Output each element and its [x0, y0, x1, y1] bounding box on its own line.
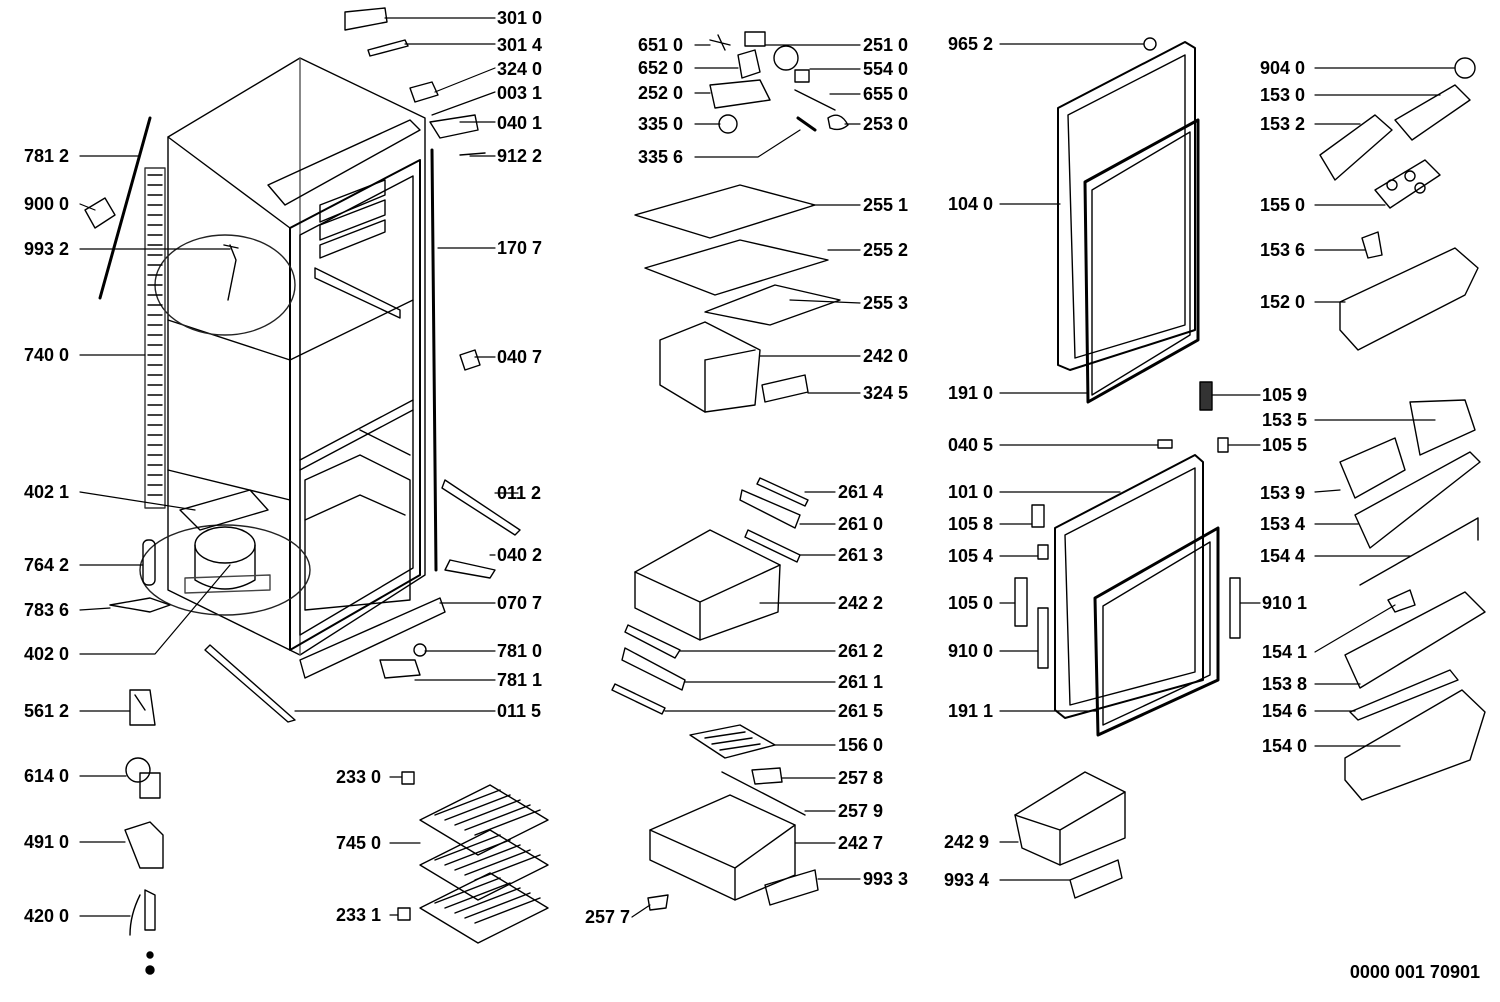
callout-324-0[interactable]: 324 0: [497, 59, 543, 79]
callout-261-3[interactable]: 261 3: [838, 545, 884, 565]
callout-740-0[interactable]: 740 0: [24, 345, 70, 365]
callout-153-0[interactable]: 153 0: [1260, 85, 1306, 105]
callout-154-4[interactable]: 154 4: [1260, 546, 1306, 566]
left-small-parts: [85, 118, 238, 974]
callout-561-2[interactable]: 561 2: [24, 701, 70, 721]
door-bins-drawing: [1320, 58, 1485, 800]
callout-783-6[interactable]: 783 6: [24, 600, 70, 620]
callout-324-5[interactable]: 324 5: [863, 383, 909, 403]
callout-420-0[interactable]: 420 0: [24, 906, 70, 926]
callout-910-0[interactable]: 910 0: [948, 641, 994, 661]
callout-261-1[interactable]: 261 1: [838, 672, 884, 692]
callout-105-8[interactable]: 105 8: [948, 514, 994, 534]
callout-491-0[interactable]: 491 0: [24, 832, 70, 852]
callout-242-7[interactable]: 242 7: [838, 833, 884, 853]
callout-070-7[interactable]: 070 7: [497, 593, 543, 613]
callout-105-5[interactable]: 105 5: [1262, 435, 1308, 455]
callout-965-2[interactable]: 965 2: [948, 34, 994, 54]
callout-152-0[interactable]: 152 0: [1260, 292, 1306, 312]
callout-910-1[interactable]: 910 1: [1262, 593, 1308, 613]
callout-153-9[interactable]: 153 9: [1260, 483, 1306, 503]
callout-252-0[interactable]: 252 0: [638, 83, 684, 103]
callout-101-0[interactable]: 101 0: [948, 482, 994, 502]
callout-261-5[interactable]: 261 5: [838, 701, 884, 721]
callout-153-4[interactable]: 153 4: [1260, 514, 1306, 534]
callout-040-7[interactable]: 040 7: [497, 347, 543, 367]
callout-257-7[interactable]: 257 7: [585, 907, 631, 927]
callout-554-0[interactable]: 554 0: [863, 59, 909, 79]
callout-912-2[interactable]: 912 2: [497, 146, 543, 166]
callout-257-8[interactable]: 257 8: [838, 768, 884, 788]
callout-153-2[interactable]: 153 2: [1260, 114, 1306, 134]
callout-011-5[interactable]: 011 5: [497, 701, 542, 721]
callout-781-1[interactable]: 781 1: [497, 670, 543, 690]
callout-040-5[interactable]: 040 5: [948, 435, 994, 455]
cabinet-drawing: [140, 58, 445, 678]
callout-253-0[interactable]: 253 0: [863, 114, 909, 134]
callout-614-0[interactable]: 614 0: [24, 766, 70, 786]
callout-257-9[interactable]: 257 9: [838, 801, 884, 821]
callout-781-2[interactable]: 781 2: [24, 146, 70, 166]
callout-154-6[interactable]: 154 6: [1262, 701, 1308, 721]
callout-402-1[interactable]: 402 1: [24, 482, 70, 502]
callout-040-1[interactable]: 040 1: [497, 113, 543, 133]
condenser-coil: [145, 168, 165, 508]
doors-drawing: [1015, 38, 1240, 898]
callout-170-7[interactable]: 170 7: [497, 238, 543, 258]
callout-105-4[interactable]: 105 4: [948, 546, 994, 566]
leader-lines[interactable]: [80, 18, 1455, 917]
callout-651-0[interactable]: 651 0: [638, 35, 684, 55]
callout-003-1[interactable]: 003 1: [497, 83, 543, 103]
callout-233-0[interactable]: 233 0: [336, 767, 382, 787]
callout-261-4[interactable]: 261 4: [838, 482, 884, 502]
callout-153-6[interactable]: 153 6: [1260, 240, 1306, 260]
middle-parts-drawing: [398, 32, 848, 943]
callout-011-2[interactable]: 011 2: [497, 483, 542, 503]
callout-191-0[interactable]: 191 0: [948, 383, 994, 403]
callout-105-0[interactable]: 105 0: [948, 593, 994, 613]
callout-745-0[interactable]: 745 0: [336, 833, 382, 853]
callout-335-0[interactable]: 335 0: [638, 114, 684, 134]
callout-904-0[interactable]: 904 0: [1260, 58, 1306, 78]
callout-255-2[interactable]: 255 2: [863, 240, 909, 260]
callout-335-6[interactable]: 335 6: [638, 147, 684, 167]
callout-261-0[interactable]: 261 0: [838, 514, 884, 534]
callout-153-8[interactable]: 153 8: [1262, 674, 1308, 694]
cabinet-rails: [205, 8, 520, 722]
callout-764-2[interactable]: 764 2: [24, 555, 70, 575]
callout-104-0[interactable]: 104 0: [948, 194, 994, 214]
callout-242-2[interactable]: 242 2: [838, 593, 884, 613]
callout-781-0[interactable]: 781 0: [497, 641, 543, 661]
callout-105-9[interactable]: 105 9: [1262, 385, 1308, 405]
callout-251-0[interactable]: 251 0: [863, 35, 909, 55]
callout-993-4[interactable]: 993 4: [944, 870, 990, 890]
document-number: 0000 001 70901: [1349, 962, 1480, 982]
callout-255-1[interactable]: 255 1: [863, 195, 909, 215]
callout-900-0[interactable]: 900 0: [24, 194, 70, 214]
callout-655-0[interactable]: 655 0: [863, 84, 909, 104]
callout-301-0[interactable]: 301 0: [497, 8, 543, 28]
callout-993-2[interactable]: 993 2: [24, 239, 70, 259]
callout-154-0[interactable]: 154 0: [1262, 736, 1308, 756]
callout-040-2[interactable]: 040 2: [497, 545, 543, 565]
callout-191-1[interactable]: 191 1: [948, 701, 994, 721]
callout-242-0[interactable]: 242 0: [863, 346, 909, 366]
callout-993-3[interactable]: 993 3: [863, 869, 909, 889]
callout-652-0[interactable]: 652 0: [638, 58, 684, 78]
callout-154-1[interactable]: 154 1: [1262, 642, 1308, 662]
callout-402-0[interactable]: 402 0: [24, 644, 70, 664]
callout-301-4[interactable]: 301 4: [497, 35, 543, 55]
callout-261-2[interactable]: 261 2: [838, 641, 884, 661]
callout-233-1[interactable]: 233 1: [336, 905, 382, 925]
callout-153-5[interactable]: 153 5: [1262, 410, 1308, 430]
callout-155-0[interactable]: 155 0: [1260, 195, 1306, 215]
callout-242-9[interactable]: 242 9: [944, 832, 990, 852]
callout-255-3[interactable]: 255 3: [863, 293, 909, 313]
callout-156-0[interactable]: 156 0: [838, 735, 884, 755]
